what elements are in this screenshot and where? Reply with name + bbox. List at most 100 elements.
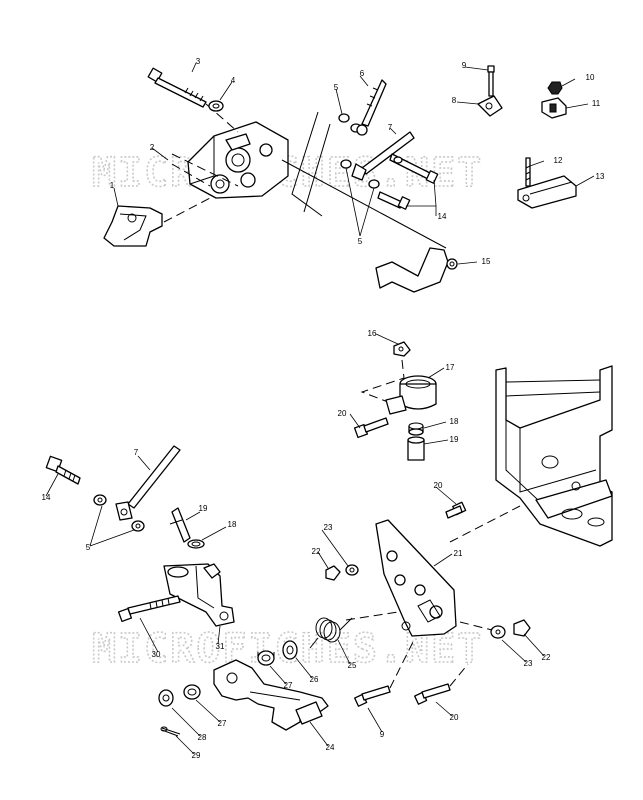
callout-6: 6 — [360, 69, 365, 78]
leader-dash-2 — [171, 153, 239, 187]
callout-20-right: 20 — [434, 481, 443, 490]
callout-8: 8 — [452, 96, 457, 105]
caliper-bolt-part — [147, 67, 207, 108]
cotter-pin-29-part — [160, 726, 181, 737]
bolt-30-part — [117, 595, 181, 623]
frame-bracket-part — [375, 247, 458, 293]
callout-24: 24 — [326, 743, 335, 752]
hose-clamp-18-left-part — [187, 539, 205, 549]
top-callout-leaders — [113, 62, 595, 265]
callout-27-lower: 27 — [218, 719, 227, 728]
bolt-9-bottom-part — [354, 685, 391, 707]
callout-27-upper: 27 — [284, 681, 293, 690]
callout-13: 13 — [596, 172, 605, 181]
callout-25: 25 — [348, 661, 357, 670]
callout-28: 28 — [198, 733, 207, 742]
leader-dash-bolt-20 — [449, 663, 469, 687]
bracket-line-a — [291, 111, 323, 217]
brake-cable-7-part — [351, 131, 415, 181]
callout-2: 2 — [150, 143, 155, 152]
leader-dash-bolt-9 — [389, 639, 415, 689]
callout-23-right: 23 — [524, 659, 533, 668]
callout-20-reservoir: 20 — [338, 409, 347, 418]
callout-14-top: 14 — [438, 212, 447, 221]
washer-4-part — [208, 100, 224, 112]
callout-1: 1 — [110, 181, 115, 190]
leader-dash-right-nut — [459, 621, 493, 631]
callout-22-right: 22 — [542, 653, 551, 662]
leader-dash-2b — [171, 163, 211, 187]
screw-9-top-part — [487, 65, 495, 97]
master-cylinder-part — [163, 563, 235, 627]
callout-10: 10 — [586, 73, 595, 82]
leader-dash-pad — [163, 195, 215, 223]
callout-5-left: 5 — [86, 543, 91, 552]
callout-7-left: 7 — [134, 448, 139, 457]
callout-23-left: 23 — [324, 523, 333, 532]
callout-labels: 1 2 3 4 5 5 5 6 7 7 8 9 9 10 11 12 13 14… — [42, 57, 605, 760]
screw-10-part — [547, 81, 563, 95]
brake-pedal-lever-part — [213, 659, 329, 731]
return-spring-part — [309, 617, 353, 649]
nut-16-part — [393, 341, 411, 357]
washer-5-left-part — [93, 494, 145, 532]
clamp-13-part — [517, 175, 577, 209]
callout-26: 26 — [310, 675, 319, 684]
callout-20-bottom: 20 — [450, 713, 459, 722]
bottom-callout-leaders — [45, 333, 545, 755]
screw-12-part — [525, 157, 531, 187]
bushing-27-upper-part — [257, 650, 275, 666]
bolt-20-right-part — [445, 501, 467, 519]
callout-7-top: 7 — [388, 123, 393, 132]
callout-18-right: 18 — [450, 417, 459, 426]
pedal-bracket-plate-part — [375, 519, 457, 637]
callout-3: 3 — [196, 57, 201, 66]
clamp-11-part — [541, 97, 567, 119]
callout-22-left: 22 — [312, 547, 321, 556]
callout-19-right: 19 — [450, 435, 459, 444]
washer-5-top-part — [338, 113, 380, 189]
caliper-body-part — [187, 121, 289, 199]
callout-9-bottom: 9 — [380, 730, 385, 739]
bushing-27-lower-part — [183, 684, 201, 700]
brake-cable-7-left-part — [115, 445, 181, 521]
callout-11: 11 — [592, 99, 601, 108]
callout-17: 17 — [446, 363, 455, 372]
washer-23-right-part — [490, 625, 506, 639]
bolt-20-bottom-part — [414, 683, 451, 705]
leader-dash-16 — [360, 359, 405, 403]
callout-12: 12 — [554, 156, 563, 165]
leader-dash-spring — [345, 611, 399, 621]
callout-16: 16 — [368, 329, 377, 338]
callout-15: 15 — [482, 257, 491, 266]
clip-8-part — [477, 95, 503, 117]
hose-clamp-18-part — [408, 422, 424, 436]
callout-30: 30 — [152, 650, 161, 659]
callout-4: 4 — [231, 76, 236, 85]
callout-19-left: 19 — [199, 504, 208, 513]
bolt-14-left-part — [45, 455, 81, 485]
callout-31: 31 — [216, 642, 225, 651]
brake-rod-line — [281, 159, 447, 249]
callout-14-left: 14 — [42, 493, 51, 502]
hose-19-left-part — [169, 507, 191, 543]
nut-22-left-part — [325, 565, 341, 581]
washer-26-part — [282, 640, 298, 660]
callout-5-top: 5 — [334, 83, 339, 92]
vehicle-frame-part — [495, 365, 613, 547]
bolt-14-top-part — [377, 153, 439, 210]
nut-22-right-part — [513, 619, 531, 637]
washer-28-part — [158, 689, 174, 707]
bolt-20-top-part — [353, 417, 389, 439]
cable-rod-6-part — [356, 79, 387, 136]
brake-pad-part — [103, 205, 163, 247]
hose-19-part — [407, 436, 425, 461]
bracket-line-b — [303, 123, 331, 213]
callout-29: 29 — [192, 751, 201, 760]
brake-reservoir-part — [385, 375, 437, 415]
callout-9-top: 9 — [462, 61, 467, 70]
callout-5-mid: 5 — [358, 237, 363, 246]
washer-23-left-part — [345, 564, 359, 576]
